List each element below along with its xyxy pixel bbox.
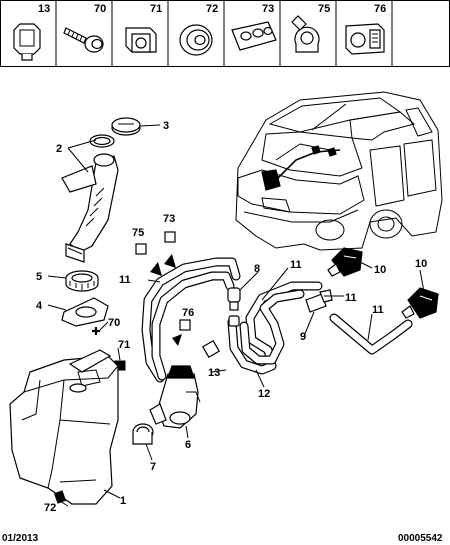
callout-73: 73 (163, 213, 175, 225)
double-clip-icon (345, 23, 385, 55)
header-label-72: 72 (206, 3, 218, 15)
callout-9: 9 (300, 331, 306, 343)
reservoir-gasket[interactable] (61, 297, 109, 327)
callout-10-upper: 10 (374, 264, 386, 276)
check-valve[interactable] (305, 289, 333, 313)
callout-1: 1 (120, 495, 126, 507)
marker-square-73 (164, 231, 176, 243)
callout-13: 13 (208, 367, 220, 379)
callout-72: 72 (44, 502, 56, 514)
nut-clip-icon (125, 27, 157, 53)
grommet-icon (179, 24, 213, 56)
marker-square-76 (179, 319, 191, 331)
header-label-76: 76 (374, 3, 386, 15)
parts-header: 13 70 71 (0, 0, 450, 67)
leader-lines (47, 124, 425, 507)
header-cell-72[interactable]: 72 (179, 3, 218, 56)
hose-clip-76[interactable] (172, 334, 182, 346)
footer-reference: 00005542 (398, 533, 443, 544)
header-cell-70[interactable]: 70 (63, 3, 106, 53)
washer-jet-upper[interactable] (327, 247, 363, 277)
callout-70: 70 (108, 317, 120, 329)
header-cell-75[interactable]: 75 (291, 3, 330, 53)
callout-labels: 2 3 5 4 70 71 1 72 6 7 75 73 11 76 13 8 … (36, 120, 427, 514)
header-cell-76[interactable]: 76 (345, 3, 386, 55)
hose-clip-13[interactable] (201, 339, 221, 359)
vehicle-illustration (235, 91, 443, 251)
hose-holder-icon (231, 21, 277, 51)
callout-11-center: 11 (290, 259, 302, 271)
ring-nut[interactable] (65, 270, 99, 292)
callout-7: 7 (150, 461, 156, 473)
footer: 01/2013 00005542 (2, 533, 443, 544)
callout-8: 8 (254, 263, 260, 275)
washer-pump[interactable] (149, 365, 201, 429)
washer-reservoir[interactable] (9, 349, 119, 505)
header-label-75: 75 (318, 3, 330, 15)
screw-icon (63, 27, 104, 53)
callout-5: 5 (36, 271, 42, 283)
callout-76: 76 (182, 307, 194, 319)
screw-70[interactable] (92, 327, 100, 335)
callout-11-right: 11 (345, 292, 357, 304)
washer-jet-lower[interactable] (401, 287, 439, 319)
callout-3: 3 (163, 120, 169, 132)
callout-10-lower: 10 (415, 258, 427, 270)
callout-12: 12 (258, 388, 270, 400)
clip-icon (13, 23, 41, 61)
callout-71: 71 (118, 339, 130, 351)
pump-grommet[interactable] (132, 423, 154, 445)
header-label-73: 73 (262, 3, 274, 15)
reservoir-cap[interactable] (111, 117, 141, 136)
callout-11-left: 11 (119, 274, 131, 286)
callout-11-far-right: 11 (372, 304, 384, 316)
header-label-70: 70 (94, 3, 106, 15)
header-cell-13[interactable]: 13 (13, 3, 50, 61)
callout-4: 4 (36, 300, 43, 312)
marker-square-75 (135, 243, 147, 255)
header-label-13: 13 (38, 3, 50, 15)
hose-clamp-icon (291, 15, 320, 53)
hose-connector[interactable] (227, 287, 241, 327)
filler-neck[interactable] (61, 153, 119, 263)
hose-clips-73-75[interactable] (150, 254, 176, 276)
header-label-71: 71 (150, 3, 162, 15)
footer-date: 01/2013 (2, 533, 39, 544)
seal-ring[interactable] (89, 134, 115, 148)
callout-6: 6 (185, 439, 191, 451)
header-cell-73[interactable]: 73 (231, 3, 277, 51)
callout-2: 2 (56, 143, 62, 155)
callout-75: 75 (132, 227, 144, 239)
header-cell-71[interactable]: 71 (125, 3, 162, 53)
